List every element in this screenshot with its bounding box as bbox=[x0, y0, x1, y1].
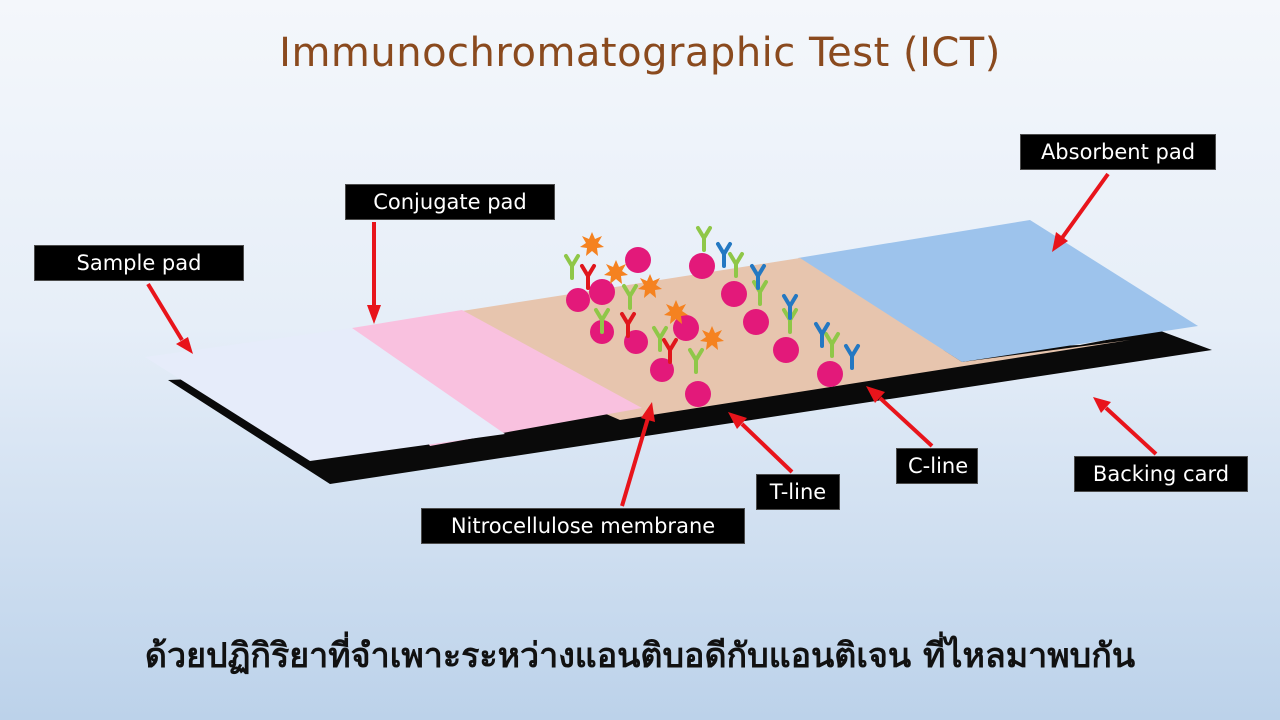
label-backing-card: Backing card bbox=[1074, 456, 1248, 492]
gold-particle-icon bbox=[743, 309, 769, 335]
gold-particle-icon bbox=[689, 253, 715, 279]
label-absorbent-pad: Absorbent pad bbox=[1020, 134, 1216, 170]
arrow-pointer-icon bbox=[146, 172, 1158, 507]
sample-pad bbox=[145, 328, 505, 461]
thai-caption: ด้วยปฏิกิริยาที่จำเพาะระหว่างแอนติบอดีกั… bbox=[144, 636, 1136, 676]
gold-particle-icon bbox=[589, 279, 615, 305]
gold-particle-icon bbox=[773, 337, 799, 363]
label-sample-pad: Sample pad bbox=[34, 245, 244, 281]
gold-particle-icon bbox=[817, 361, 843, 387]
label-nitrocellulose-membrane: Nitrocellulose membrane bbox=[421, 508, 745, 544]
gold-particle-icon bbox=[650, 358, 674, 382]
gold-particle-icon bbox=[566, 288, 590, 312]
control-line-particles bbox=[689, 226, 860, 387]
label-t-line: T-line bbox=[756, 474, 840, 510]
gold-particle-icon bbox=[685, 381, 711, 407]
conjugate-particles bbox=[564, 232, 724, 407]
label-c-line: C-line bbox=[896, 448, 978, 484]
diagram-title: Immunochromatographic Test (ICT) bbox=[279, 30, 1001, 76]
label-conjugate-pad: Conjugate pad bbox=[345, 184, 555, 220]
gold-particle-icon bbox=[721, 281, 747, 307]
absorbent-pad bbox=[798, 220, 1198, 362]
gold-particle-icon bbox=[625, 247, 651, 273]
